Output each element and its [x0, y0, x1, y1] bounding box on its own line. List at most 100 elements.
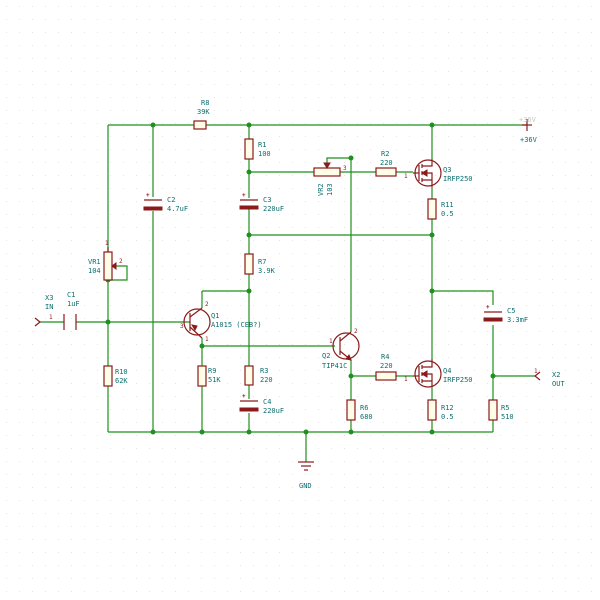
svg-text:1: 1 [49, 314, 53, 321]
resistor-r9: R9 51K [197, 365, 221, 387]
r9-value: 51K [208, 376, 221, 384]
r1-value: 100 [258, 150, 271, 158]
x3-value: IN [45, 303, 53, 311]
connector-x2-out: 1 X2 OUT [534, 368, 565, 388]
c2-value: 4.7uF [167, 205, 188, 213]
x2-value: OUT [552, 380, 565, 388]
q3-value: IRFP250 [443, 175, 473, 183]
power-vcc: +36V +36V [519, 116, 538, 144]
resistor-r4: R4 220 [375, 353, 397, 381]
r10-ref: R10 [115, 368, 128, 376]
r12-ref: R12 [441, 404, 454, 412]
resistor-r10: R10 62K [103, 365, 128, 387]
vr2-value: 103 [326, 183, 334, 196]
vr1-ref: VR1 [88, 258, 101, 266]
vcc-ghost-label: +36V [519, 116, 537, 124]
vr1-value: 104 [88, 267, 101, 275]
c3-ref: C3 [263, 196, 271, 204]
q1-ref: Q1 [211, 312, 219, 320]
svg-text:2: 2 [205, 301, 209, 308]
wires [40, 124, 535, 462]
resistor-r2: R2 220 [375, 150, 397, 177]
vr2-ref: VR2 [317, 183, 325, 196]
q2-ref: Q2 [322, 352, 330, 360]
r8-value: 39K [197, 108, 210, 116]
r4-value: 220 [380, 362, 393, 370]
r5-ref: R5 [501, 404, 509, 412]
c3-value: 220uF [263, 205, 284, 213]
c1-value: 1uF [67, 300, 80, 308]
r11-value: 0.5 [441, 210, 454, 218]
c5-value: 3.3mF [507, 316, 528, 324]
svg-text:2: 2 [119, 258, 123, 265]
mosfet-q4: 1 Q4 IRFP250 [404, 359, 473, 388]
svg-text:1: 1 [205, 336, 209, 343]
svg-text:1: 1 [404, 376, 408, 383]
svg-text:+: + [242, 192, 246, 199]
svg-text:+: + [486, 304, 490, 311]
potentiometer-vr1: 1 2 VR1 104 [88, 240, 123, 281]
svg-text:1: 1 [404, 173, 408, 180]
junctions [105, 122, 496, 435]
transistor-q2: 2 1 Q2 TIP41C [322, 328, 360, 370]
r9-ref: R9 [208, 367, 216, 375]
resistor-r6: R6 680 [346, 399, 373, 421]
svg-text:+: + [146, 192, 150, 199]
q1-value: A1015 (CEB?) [211, 321, 262, 329]
transistor-q1: 3 2 1 Q1 A1015 (CEB?) [180, 301, 262, 343]
r7-ref: R7 [258, 258, 266, 266]
resistor-r7: R7 3.9K [244, 253, 276, 275]
r3-ref: R3 [260, 367, 268, 375]
r4-ref: R4 [381, 353, 389, 361]
vcc-label: +36V [520, 136, 538, 144]
svg-text:1: 1 [329, 338, 333, 345]
resistor-r5: R5 510 [488, 399, 514, 421]
c2-ref: C2 [167, 196, 175, 204]
connector-x3-in: 1 X3 IN [34, 294, 53, 327]
r1-ref: R1 [258, 141, 266, 149]
sheet-grid [6, 6, 592, 592]
ground-symbol: GND [298, 461, 314, 490]
resistor-r1: R1 100 [244, 138, 271, 160]
c4-ref: C4 [263, 398, 271, 406]
svg-text:+: + [242, 393, 246, 400]
resistor-r8: R8 39K [193, 99, 210, 130]
svg-text:1: 1 [105, 240, 109, 247]
r5-value: 510 [501, 413, 514, 421]
r6-ref: R6 [360, 404, 368, 412]
gnd-label: GND [299, 482, 312, 490]
r8-ref: R8 [201, 99, 209, 107]
r7-value: 3.9K [258, 267, 276, 275]
q4-value: IRFP250 [443, 376, 473, 384]
resistor-r12: R12 0.5 [427, 399, 454, 421]
r2-ref: R2 [381, 150, 389, 158]
capacitor-c1: C1 1uF [63, 291, 80, 330]
r10-value: 62K [115, 377, 128, 385]
potentiometer-vr2: 3 VR2 103 [313, 162, 347, 196]
resistor-r3: R3 220 [244, 365, 273, 386]
c5-ref: C5 [507, 307, 515, 315]
c1-ref: C1 [67, 291, 75, 299]
svg-text:3: 3 [343, 165, 347, 172]
mosfet-q3: 1 Q3 IRFP250 [404, 159, 473, 187]
svg-text:3: 3 [180, 323, 184, 330]
q2-value: TIP41C [322, 362, 347, 370]
q4-ref: Q4 [443, 367, 451, 375]
x2-ref: X2 [552, 371, 560, 379]
capacitor-c5: + C5 3.3mF [483, 304, 528, 324]
r2-value: 220 [380, 159, 393, 167]
r11-ref: R11 [441, 201, 454, 209]
resistor-r11: R11 0.5 [427, 198, 454, 220]
capacitor-c4: + C4 220uF [239, 393, 284, 415]
q3-ref: Q3 [443, 166, 451, 174]
capacitor-c3: + C3 220uF [239, 192, 284, 213]
svg-text:2: 2 [354, 328, 358, 335]
r3-value: 220 [260, 376, 273, 384]
x3-ref: X3 [45, 294, 53, 302]
svg-text:1: 1 [534, 368, 538, 375]
r6-value: 680 [360, 413, 373, 421]
c4-value: 220uF [263, 407, 284, 415]
r12-value: 0.5 [441, 413, 454, 421]
capacitor-c2: + C2 4.7uF [143, 192, 188, 213]
